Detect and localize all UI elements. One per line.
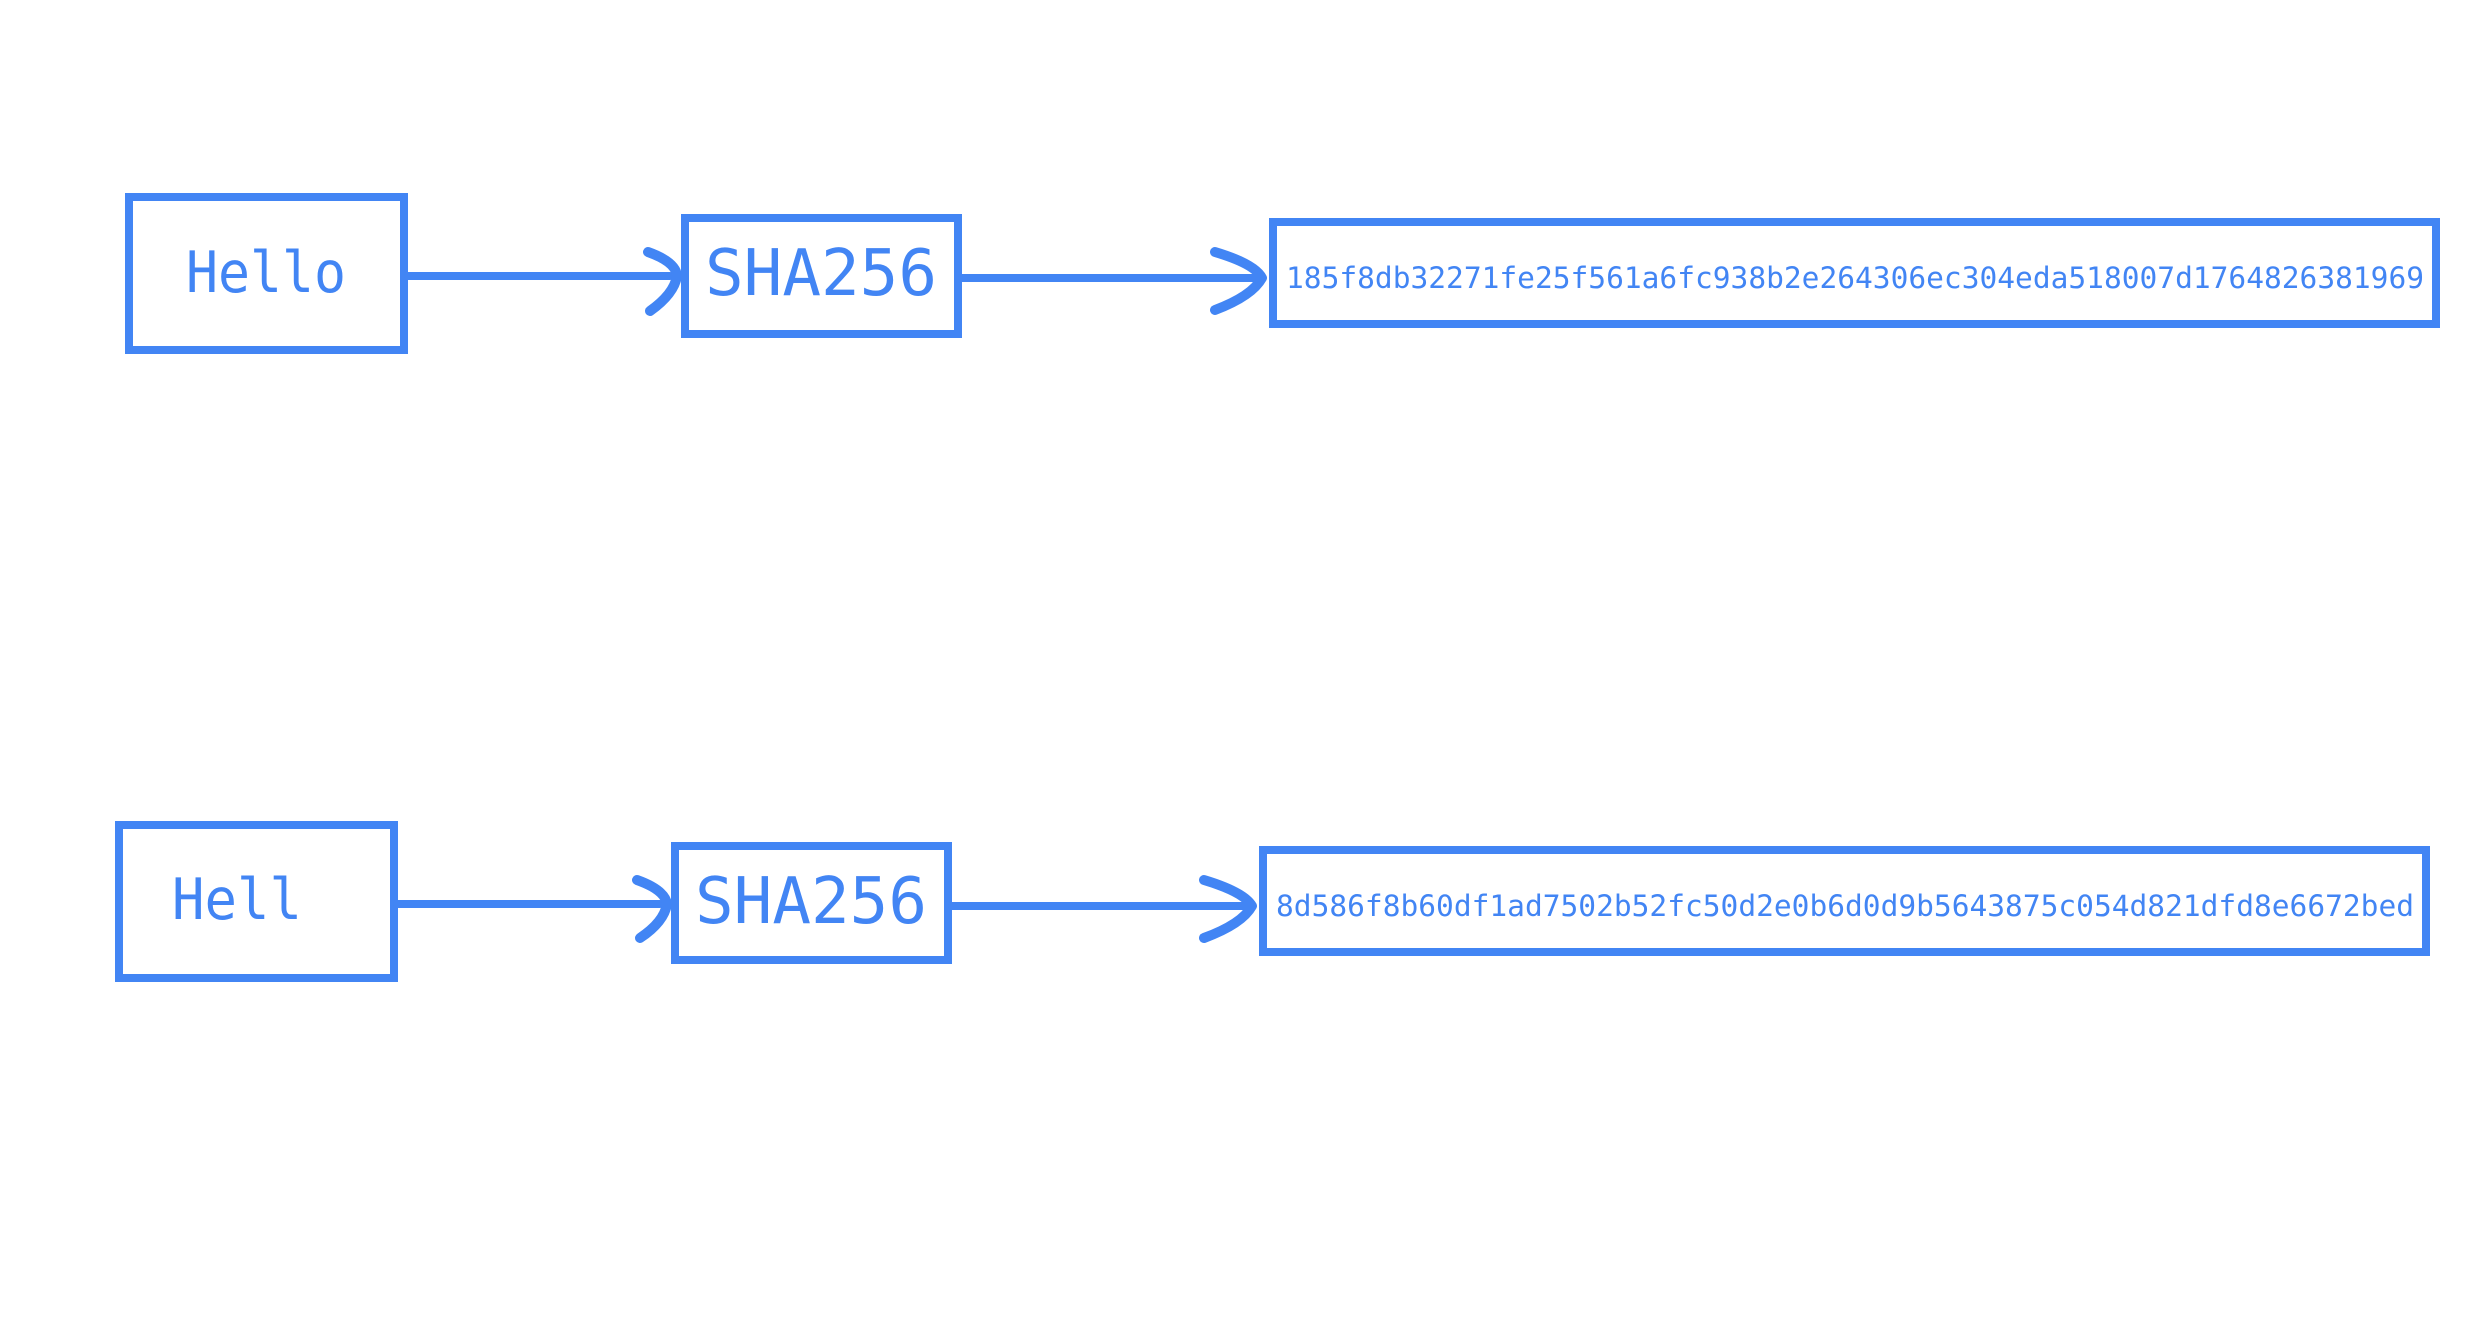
- digest-box: [1259, 846, 2430, 956]
- hash-function-label: SHA256: [705, 237, 937, 311]
- arrow-head-icon: [1199, 875, 1257, 943]
- hash-function-box: [681, 214, 962, 338]
- hash-row-hell: Hell SHA256 8d586f8b60df1ad7502b52fc50d2…: [115, 821, 2430, 982]
- hash-row-hello: Hello SHA256 185f8db32271fe25f561a6fc938…: [125, 193, 2440, 354]
- arrow-head-icon: [1210, 247, 1267, 315]
- arrow-head-icon: [632, 875, 672, 943]
- digest-box: [1269, 218, 2440, 328]
- input-box: [125, 193, 408, 354]
- input-label: Hello: [186, 240, 346, 306]
- input-label: Hell: [172, 867, 302, 933]
- arrow-head-icon: [643, 247, 682, 316]
- hash-function-label: SHA256: [695, 865, 927, 939]
- digest-label: 185f8db32271fe25f561a6fc938b2e264306ec30…: [1286, 261, 2424, 295]
- hash-function-box: [671, 842, 952, 964]
- digest-label: 8d586f8b60df1ad7502b52fc50d2e0b6d0d9b564…: [1276, 889, 2414, 923]
